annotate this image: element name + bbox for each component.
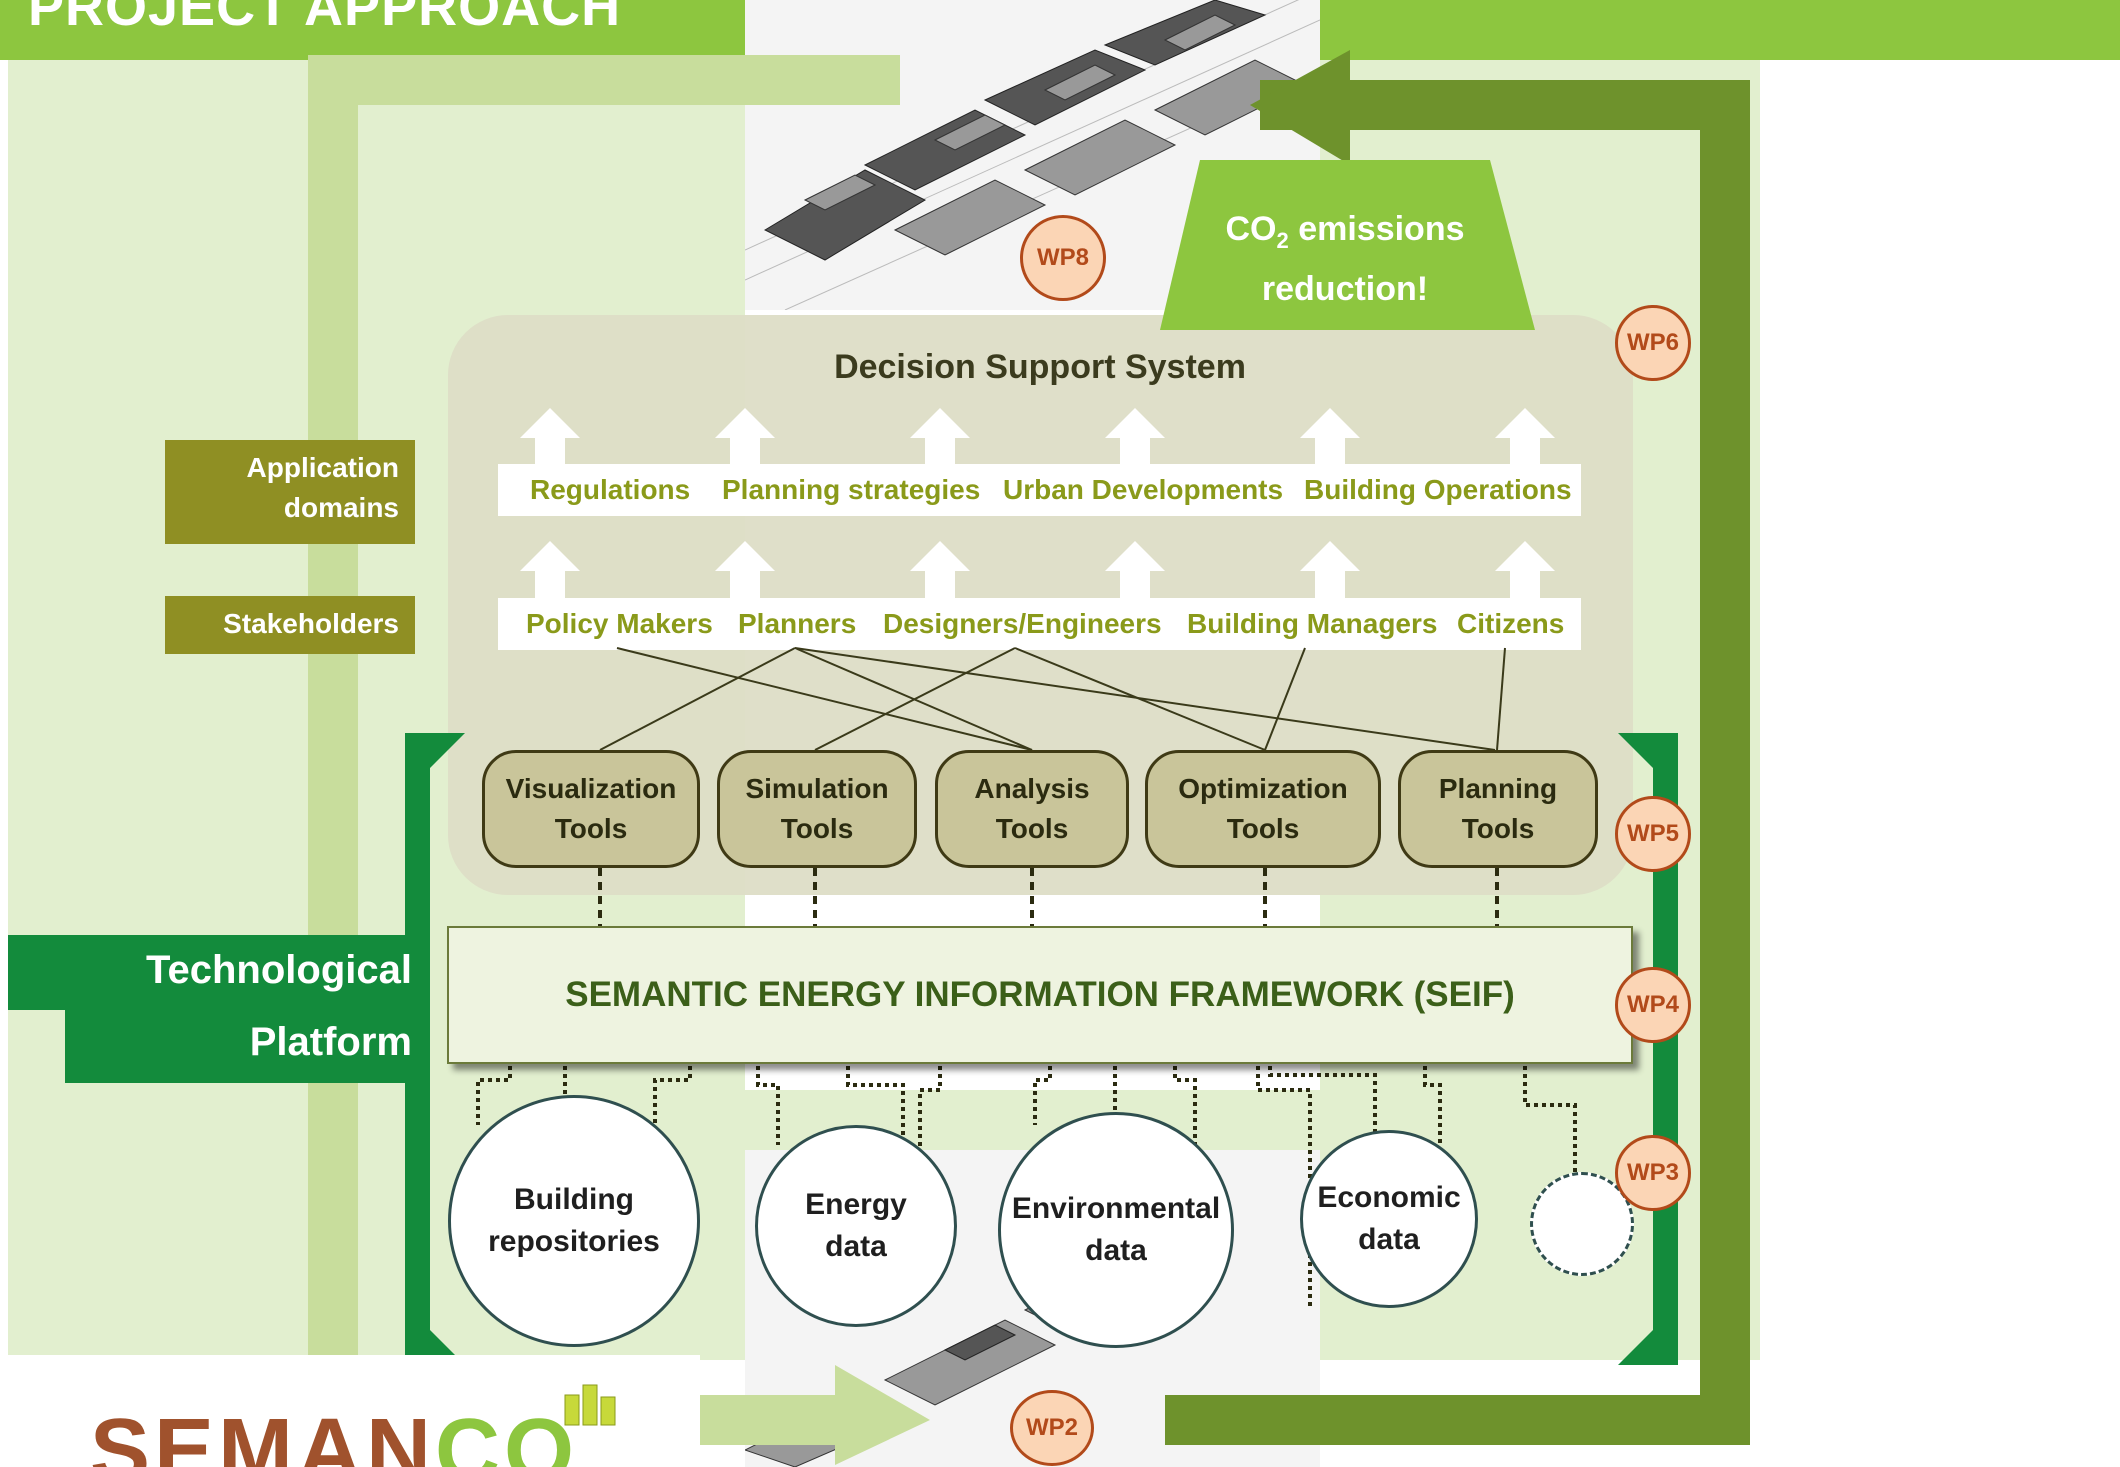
wp4-badge: WP4 — [1615, 967, 1691, 1043]
data-placeholder-circle — [1530, 1172, 1634, 1276]
stakeholder-designers-engineers: Designers/Engineers — [883, 608, 1162, 639]
domain-planning-strategies: Planning strategies — [722, 474, 981, 505]
co2-badge — [1160, 160, 1535, 330]
tech-platform-line2: Platform — [249, 1020, 412, 1064]
stakeholders-label: Stakeholders — [165, 596, 415, 654]
cycle-arrow-dark — [1165, 80, 1750, 1445]
application-domains-band — [498, 464, 1581, 516]
domain-building-operations: Building Operations — [1304, 474, 1572, 505]
domain-regulations: Regulations — [530, 474, 691, 505]
wp2-badge: WP2 — [1010, 1390, 1094, 1466]
stakeholder-planners: Planners — [738, 608, 857, 639]
dss-title: Decision Support System — [834, 348, 1246, 386]
cycle-arrowhead-dark — [1250, 50, 1350, 165]
domain-urban-developments: Urban Developments — [1003, 474, 1284, 505]
co2-badge-text: CO2 emissions reduction! — [1225, 210, 1465, 308]
tech-platform-line1: Technological — [146, 948, 412, 992]
stakeholders-band — [498, 598, 1581, 650]
project-logo: SEMANCO — [90, 1401, 579, 1467]
tech-platform-bar-bottom — [65, 1005, 418, 1083]
stakeholder-policy-makers: Policy Makers — [526, 608, 713, 639]
up-arrows — [520, 408, 1555, 598]
stakeholder-building-managers: Building Managers — [1187, 608, 1438, 639]
wp5-badge: WP5 — [1615, 796, 1691, 872]
seif-box — [447, 926, 1633, 1064]
cycle-arrowhead-light — [835, 1365, 930, 1465]
wp6-badge: WP6 — [1615, 305, 1691, 381]
application-domains-label: Application domains — [165, 440, 415, 544]
logo-building-icon — [564, 1384, 616, 1426]
wp8-badge: WP8 — [1020, 215, 1106, 301]
header-bar-right — [1320, 0, 2120, 60]
wp3-badge: WP3 — [1615, 1135, 1691, 1211]
header-bar-left — [0, 0, 745, 60]
seif-title: SEMANTIC ENERGY INFORMATION FRAMEWORK (S… — [565, 975, 1515, 1014]
page-title: PROJECT APPROACH — [28, 0, 622, 37]
tech-platform-bar-top — [8, 935, 418, 1010]
stakeholder-citizens: Citizens — [1457, 608, 1565, 639]
